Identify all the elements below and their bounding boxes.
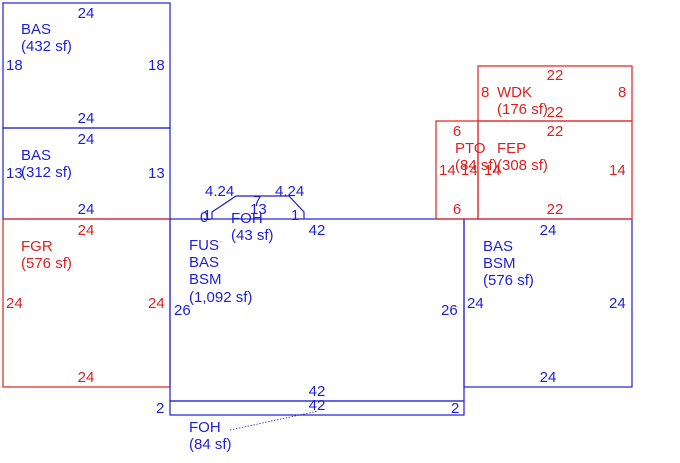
pto-dim-bottom: 6: [453, 201, 461, 218]
fgr-dim-left: 24: [6, 295, 23, 312]
pto-outline: [435, 120, 479, 220]
fgr-area: (576 sf): [21, 255, 72, 272]
foh-bay-area: (43 sf): [231, 227, 274, 244]
foh-bay-outline: [211, 195, 305, 219]
fgr-dim-right: 24: [148, 295, 165, 312]
foh-strip-leader: [229, 410, 319, 431]
bas-right-area: (576 sf): [483, 272, 534, 289]
foh-strip-dim-left: 2: [156, 400, 164, 417]
foh-bay-dim-top: 7: [253, 193, 261, 210]
main-code-fus: FUS: [189, 237, 219, 254]
wdk-dim-left: 8: [481, 84, 489, 101]
bas-mid-code: BAS: [21, 147, 51, 164]
fep-dim-bottom: 22: [547, 201, 564, 218]
bas-mid-area: (312 sf): [21, 164, 72, 181]
main-dim-bottom: 42: [309, 383, 326, 400]
bas-mid-dim-top: 24: [78, 131, 95, 148]
pto-dim-right: 14: [461, 162, 478, 179]
wdk-dim-bottom: 22: [547, 104, 564, 121]
foh-bay-dim-side-right: 1: [291, 207, 299, 224]
wdk-area: (176 sf): [497, 101, 548, 118]
fep-dim-top: 22: [547, 123, 564, 140]
main-dim-left: 26: [174, 302, 191, 319]
fgr-code: FGR: [21, 238, 53, 255]
foh-bay-dim-diag-right: 4.24: [275, 183, 304, 200]
foh-bay-code: FOH: [231, 210, 263, 227]
main-dim-right: 26: [441, 302, 458, 319]
wdk-code: WDK: [497, 84, 532, 101]
foh-strip-outline: [169, 400, 465, 416]
bas-right-dim-left: 24: [467, 295, 484, 312]
foh-bay-dim-base: 0: [200, 209, 208, 226]
bas-top-dim-top: 24: [78, 5, 95, 22]
bas-right-code-bas: BAS: [483, 238, 513, 255]
main-code-bsm: BSM: [189, 271, 222, 288]
foh-bay-dim-inner: 13: [250, 201, 267, 218]
bas-top-area: (432 sf): [21, 38, 72, 55]
fep-dim-left: 14: [484, 162, 501, 179]
fep-dim-right: 14: [609, 162, 626, 179]
bas-mid-dim-bottom: 24: [78, 201, 95, 218]
foh-bay-dim-side-left: 1: [203, 207, 211, 224]
bas-right-dim-right: 24: [609, 295, 626, 312]
wdk-dim-right: 8: [618, 84, 626, 101]
foh-strip-code: FOH: [189, 419, 221, 436]
fgr-dim-bottom: 24: [78, 369, 95, 386]
main-area: (1,092 sf): [189, 289, 252, 306]
bas-right-code-bsm: BSM: [483, 255, 516, 272]
bas-mid-dim-left: 13: [6, 165, 23, 182]
pto-area: (84 sf): [455, 157, 498, 174]
pto-dim-left: 14: [439, 162, 456, 179]
pto-code: PTO: [455, 140, 486, 157]
fep-area: (308 sf): [497, 157, 548, 174]
bas-mid-dim-right: 13: [148, 165, 165, 182]
bas-top-dim-right: 18: [148, 57, 165, 74]
main-dim-top: 42: [309, 222, 326, 239]
main-code-bas: BAS: [189, 254, 219, 271]
wdk-dim-top: 22: [547, 67, 564, 84]
bas-top-dim-bottom: 24: [78, 110, 95, 127]
bas-top-code: BAS: [21, 21, 51, 38]
pto-dim-top: 6: [453, 123, 461, 140]
fep-code: FEP: [497, 140, 526, 157]
bas-top-dim-left: 18: [6, 57, 23, 74]
fgr-dim-top: 24: [78, 222, 95, 239]
bas-right-dim-top: 24: [540, 222, 557, 239]
foh-bay-dim-diag-left: 4.24: [205, 183, 234, 200]
foh-strip-dim-top: 42: [309, 397, 326, 414]
bas-right-dim-bottom: 24: [540, 369, 557, 386]
foh-strip-dim-right: 2: [451, 400, 459, 417]
foh-strip-area: (84 sf): [189, 436, 232, 453]
